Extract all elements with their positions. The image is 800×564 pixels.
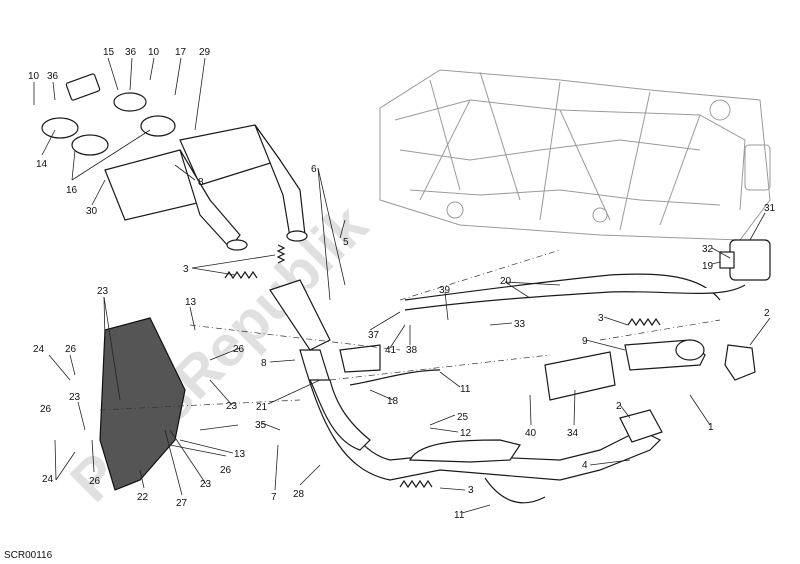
callout-23: 23 <box>69 392 81 403</box>
muffler-upper <box>179 124 308 242</box>
callout-11: 11 <box>454 510 465 521</box>
callout-26: 26 <box>40 404 52 415</box>
callout-23: 23 <box>200 479 212 490</box>
diagram-code: SCR00116 <box>4 550 53 561</box>
callout-11: 11 <box>460 384 471 395</box>
callout-20: 20 <box>500 276 512 287</box>
clamp-rings <box>41 73 176 156</box>
callout-39: 39 <box>439 285 451 296</box>
callout-41: 41 <box>385 345 397 356</box>
callout-25: 25 <box>457 412 469 423</box>
callout-22: 22 <box>137 492 149 503</box>
centerlines <box>99 249 721 411</box>
callout-30: 30 <box>86 206 98 217</box>
callout-24: 24 <box>33 344 45 355</box>
callout-10: 10 <box>28 71 40 82</box>
callout-3: 3 <box>183 264 189 275</box>
callout-15: 15 <box>103 47 115 58</box>
frame-outline <box>379 69 771 241</box>
callout-40: 40 <box>525 428 537 439</box>
callout-34: 34 <box>567 428 579 439</box>
callout-8: 8 <box>261 358 267 369</box>
heat-shield <box>99 317 186 491</box>
callout-21: 21 <box>256 402 268 413</box>
callout-7: 7 <box>271 492 277 503</box>
callout-2: 2 <box>616 401 622 412</box>
callout-37: 37 <box>368 330 380 341</box>
callout-3: 3 <box>598 313 604 324</box>
leader-lines <box>33 57 771 514</box>
callout-26: 26 <box>233 344 245 355</box>
callout-19: 19 <box>702 261 714 272</box>
callout-23: 23 <box>226 401 238 412</box>
callout-24: 24 <box>42 474 54 485</box>
callout-17: 17 <box>175 47 187 58</box>
callout-6: 6 <box>311 164 317 175</box>
callout-16: 16 <box>66 185 78 196</box>
callout-18: 18 <box>387 396 399 407</box>
callout-29: 29 <box>199 47 211 58</box>
callout-8: 8 <box>198 177 204 188</box>
callout-14: 14 <box>36 159 48 170</box>
callout-26: 26 <box>89 476 101 487</box>
cables <box>349 273 746 504</box>
callout-32: 32 <box>702 244 714 255</box>
callout-26: 26 <box>220 465 232 476</box>
callout-13: 13 <box>185 297 197 308</box>
callout-10: 10 <box>148 47 160 58</box>
valve-body <box>619 339 756 443</box>
callout-27: 27 <box>176 498 188 509</box>
callout-13: 13 <box>234 449 246 460</box>
callout-12: 12 <box>460 428 472 439</box>
callout-5: 5 <box>343 237 349 248</box>
callout-1: 1 <box>708 422 714 433</box>
callout-31: 31 <box>764 203 776 214</box>
springs <box>224 244 661 489</box>
callout-33: 33 <box>514 319 526 330</box>
callout-23: 23 <box>97 286 109 297</box>
muffler-lower <box>104 149 248 251</box>
callout-28: 28 <box>293 489 305 500</box>
exhaust-headers <box>269 279 662 481</box>
heat-plate <box>544 351 616 401</box>
callout-36: 36 <box>47 71 59 82</box>
callout-2: 2 <box>764 308 770 319</box>
callout-labels: 10 36 15 36 10 17 29 14 16 8 30 6 5 3 31… <box>28 47 776 521</box>
callout-3: 3 <box>468 485 474 496</box>
callout-4: 4 <box>582 460 588 471</box>
callout-35: 35 <box>255 420 267 431</box>
valve-actuator <box>719 239 771 281</box>
callout-38: 38 <box>406 345 418 356</box>
callout-26: 26 <box>65 344 77 355</box>
callout-36: 36 <box>125 47 137 58</box>
callout-9: 9 <box>582 336 588 347</box>
